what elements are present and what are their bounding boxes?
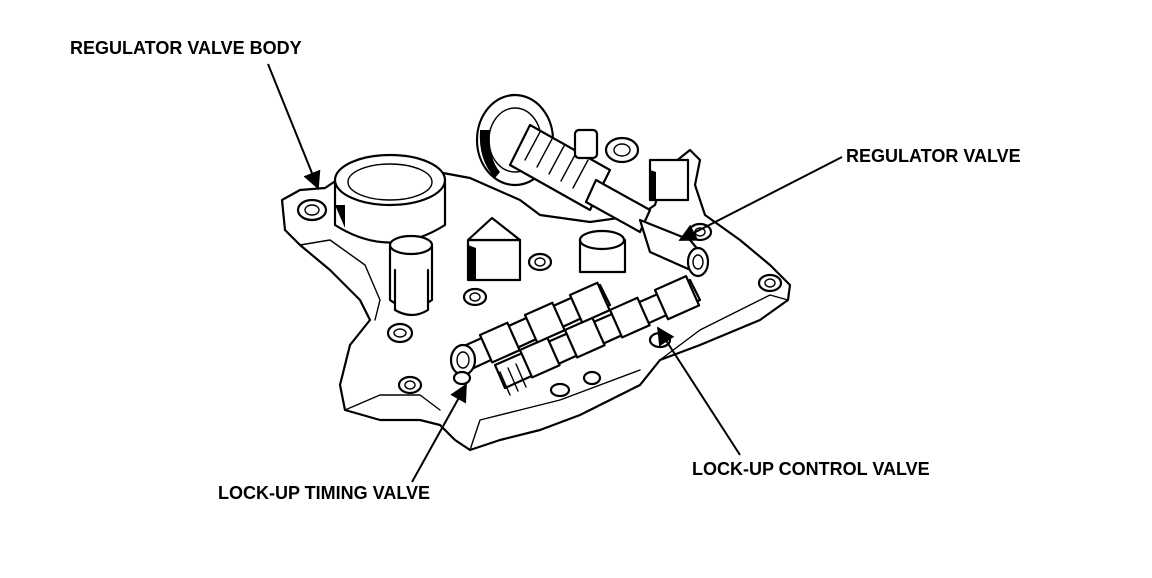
leader-lockup-control-valve [657,326,741,456]
accumulator-cap [333,153,447,244]
leader-lockup-timing-valve [411,383,467,483]
regulator-valve [475,93,710,278]
lockup-timing-valve [449,281,612,386]
label-regulator-valve-body: REGULATOR VALVE BODY [70,38,302,58]
valve-body-bosses [388,158,690,317]
label-regulator-valve: REGULATOR VALVE [846,146,1021,166]
label-lockup-control-valve: LOCK-UP CONTROL VALVE [692,459,930,479]
leader-regulator-valve-body [267,63,321,190]
label-lockup-timing-valve: LOCK-UP TIMING VALVE [218,483,430,503]
leader-regulator-valve [678,156,843,241]
lockup-control-valve [493,275,702,396]
